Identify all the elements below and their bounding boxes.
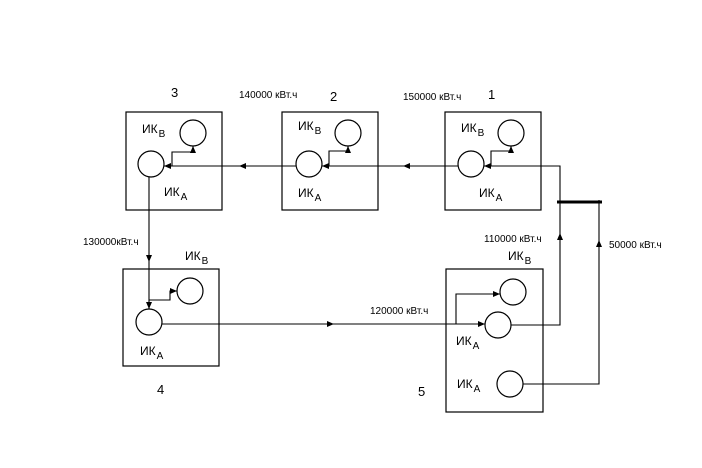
- arrow-into-node-3: [164, 163, 171, 169]
- node-2-number: 2: [330, 89, 337, 104]
- arrow-node-5-to-bus: [557, 233, 563, 240]
- wire-node-4-to-node-5: [162, 293, 500, 325]
- node-1-meter-b-label: ИКВ: [461, 121, 485, 139]
- node-1-number: 1: [488, 87, 495, 102]
- node-1-meter-a: [457, 150, 485, 178]
- arrow-node-1-to-2: [403, 163, 410, 169]
- arrow-node-5-meter-b: [493, 291, 500, 297]
- node-5-meter-b: [499, 278, 527, 306]
- node-3-number: 3: [171, 85, 178, 100]
- arrow-node-3-to-4: [146, 255, 152, 262]
- node-5-box: [445, 268, 544, 413]
- node-3-box: [125, 111, 223, 211]
- node-2-meter-a-label: ИКА: [298, 186, 322, 204]
- arrow-node-5-meter-a1: [478, 321, 485, 327]
- flow-to-node-2-label: 140000 кВт.ч: [239, 90, 297, 101]
- node-5-meter-a2: [496, 370, 524, 398]
- node-3-meter-a: [137, 150, 165, 178]
- node-1-meter-a-label: ИКА: [479, 186, 503, 204]
- flow-node-4-to-5-label: 120000 кВт.ч: [370, 306, 428, 317]
- node-2-meter-b-label: ИКВ: [298, 119, 322, 137]
- node-4-box: [122, 268, 220, 367]
- node-4-meter-b-label: ИКВ: [185, 249, 209, 267]
- node-1-meter-b: [497, 119, 525, 147]
- node-4-meter-a: [135, 308, 163, 336]
- arrow-node-4-to-5: [327, 321, 334, 327]
- node-3-meter-b-label: ИКВ: [142, 122, 166, 140]
- node-2-meter-b: [334, 119, 362, 147]
- node-5-number: 5: [418, 384, 425, 399]
- arrow-node-2-branch: [345, 146, 351, 153]
- arrow-node-5-second-to-bus: [596, 240, 602, 247]
- node-5-meter-a1-label: ИКА: [456, 334, 480, 352]
- node-1-box: [444, 111, 542, 211]
- node-3-meter-b: [179, 119, 207, 147]
- node-5-meter-b-label: ИКВ: [508, 249, 532, 267]
- wire-node-5-second-to-bus: [523, 200, 600, 385]
- node-5-meter-a2-label: ИКА: [457, 377, 481, 395]
- arrow-into-node-2: [322, 163, 329, 169]
- wire-bus-to-node-1: [484, 165, 561, 200]
- flow-node-3-to-4-label: 130000кВт.ч: [83, 237, 139, 248]
- wire-node-1-branch: [490, 146, 512, 166]
- arrow-node-3-branch: [190, 146, 196, 153]
- arrow-node-2-to-3: [239, 163, 246, 169]
- node-4-meter-b: [176, 277, 204, 305]
- node-3-meter-a-label: ИКА: [164, 185, 188, 203]
- node-4-number: 4: [157, 382, 164, 397]
- node-4-meter-a-label: ИКА: [140, 344, 164, 362]
- arrow-node-4-branch: [170, 288, 177, 294]
- flow-node-5-second-label: 50000 кВт.ч: [609, 240, 662, 251]
- node-5-meter-a1: [484, 311, 512, 339]
- arrow-into-node-4-a: [146, 302, 152, 309]
- wire-node-5-to-bus: [511, 200, 561, 326]
- arrow-node-1-branch: [508, 146, 514, 153]
- flow-node-5-to-bus-label: 110000 кВт.ч: [484, 234, 542, 245]
- arrow-into-node-1: [484, 163, 491, 169]
- node-2-meter-a: [295, 150, 323, 178]
- node-2-box: [281, 111, 379, 211]
- wire-node-3-branch: [171, 146, 194, 166]
- wire-node-2-branch: [328, 146, 349, 166]
- flow-to-node-1-label: 150000 кВт.ч: [403, 92, 461, 103]
